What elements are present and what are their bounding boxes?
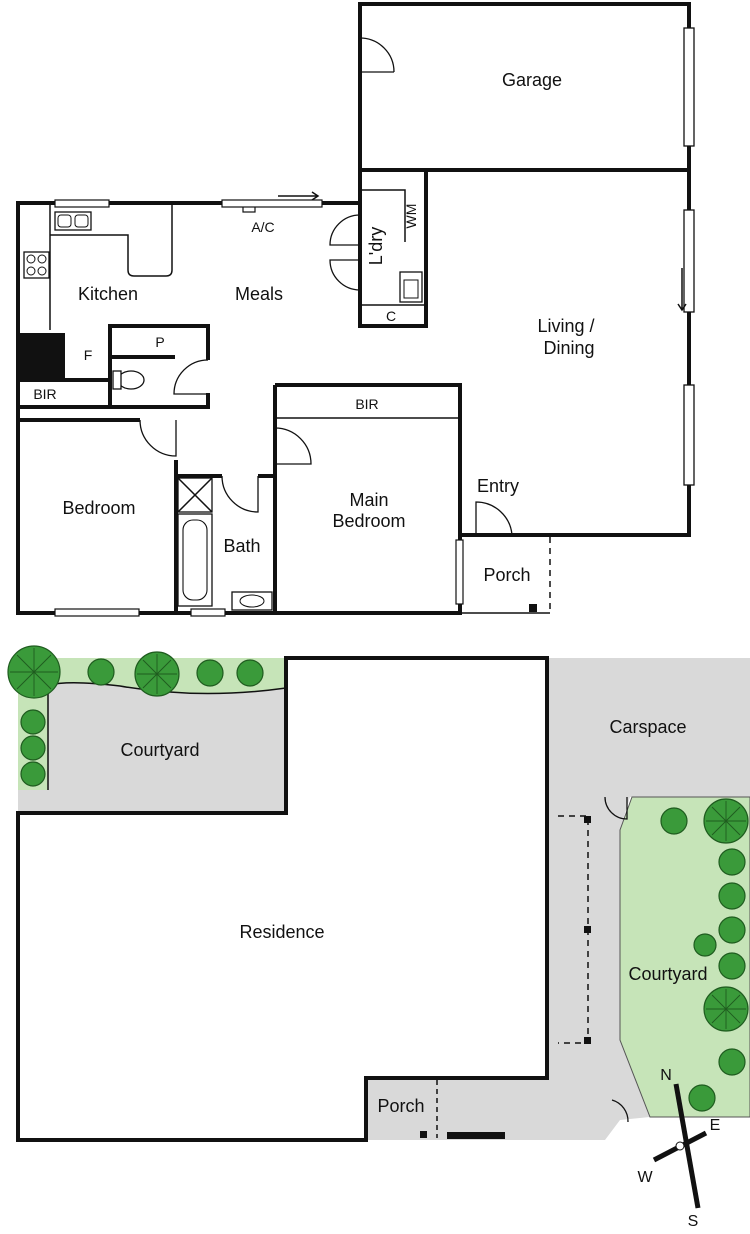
tree-icon: [20, 735, 46, 761]
compass-n-label: N: [660, 1067, 672, 1084]
floor-plan: Garage Kitchen Meals A/C L'dry WM C Livi…: [16, 2, 695, 617]
kitchen-window: [54, 199, 110, 208]
bir-wc-lower-wall: [18, 393, 210, 409]
garage-label: Garage: [502, 70, 562, 90]
bath-label: Bath: [223, 536, 260, 556]
bir-left-label: BIR: [33, 386, 56, 402]
wm-label: WM: [403, 204, 419, 229]
courtyard-right-garden: [619, 796, 750, 1118]
tree-icon: [87, 658, 115, 686]
carspace-label: Carspace: [609, 717, 686, 737]
pantry-wc-walls: [108, 324, 210, 407]
kitchen-sink-icon: [54, 211, 92, 231]
bedroom-label: Bedroom: [62, 498, 135, 518]
main-bedroom-window: [455, 539, 464, 605]
tree-icon: [718, 952, 746, 980]
residence-label: Residence: [239, 922, 324, 942]
garage-door-swing: [359, 37, 395, 73]
compass-s-label: S: [688, 1213, 699, 1230]
kitchen-bench: [49, 205, 173, 330]
laundry-walls: [358, 172, 428, 328]
dining-label: Dining: [543, 338, 594, 358]
tree-icon: [718, 1048, 746, 1076]
main-bedroom-label-1: Main: [349, 490, 388, 510]
carspace-gate-swing: [604, 796, 628, 820]
main-bedroom-label-2: Bedroom: [332, 511, 405, 531]
main-bedroom-door-swing: [274, 427, 312, 465]
fridge-block: [20, 333, 65, 378]
toilet-icon: [117, 370, 145, 390]
tree-icon: [660, 807, 688, 835]
living-slide-arrow-icon: [677, 268, 687, 312]
tree-icon: [236, 659, 264, 687]
courtyard-left-garden: [18, 658, 286, 790]
living-window-upper: [683, 209, 695, 313]
compass-w-label: W: [637, 1169, 653, 1186]
laundry-double-door: [329, 214, 361, 291]
living-label: Living /: [537, 316, 594, 336]
bathtub-icon: [177, 513, 213, 607]
laundry-fittings: [360, 189, 426, 306]
pantry-label: P: [155, 334, 164, 350]
garden-edge: [47, 681, 287, 790]
site-porch-step: [447, 1132, 505, 1139]
courtyard-left-paving: [18, 658, 286, 813]
wc-door-swing: [173, 359, 209, 395]
tree-icon: [20, 761, 46, 787]
entry-label: Entry: [477, 476, 519, 496]
sliding-arrow-icon: [278, 191, 320, 201]
courtyard-left-label: Courtyard: [120, 740, 199, 760]
tree-icon: [718, 848, 746, 876]
house-outer-walls: [16, 168, 691, 615]
ac-label: A/C: [251, 219, 274, 235]
bath-window: [190, 608, 226, 617]
entry-wall: [275, 383, 462, 535]
residence-walls: [16, 656, 549, 1142]
tree-icon: [20, 709, 46, 735]
tree-icon: [688, 1084, 716, 1112]
site-porch-post: [420, 1131, 427, 1138]
meals-label: Meals: [235, 284, 283, 304]
tree-icon: [693, 933, 717, 957]
cupboard-label: C: [386, 308, 396, 324]
porch-post: [529, 604, 537, 612]
tree-icon: [718, 916, 746, 944]
courtyard-gate-swing: [611, 1099, 629, 1123]
tree-icon: [196, 659, 224, 687]
porch-label: Porch: [483, 565, 530, 585]
kitchen-label: Kitchen: [78, 284, 138, 304]
bir-main-label: BIR: [355, 396, 378, 412]
laundry-label: L'dry: [366, 227, 386, 265]
courtyard-right-label: Courtyard: [628, 964, 707, 984]
entry-door-swing: [475, 501, 513, 536]
garage-window: [683, 27, 695, 147]
tree-detail: [10, 648, 746, 1029]
fridge-label: F: [84, 347, 93, 363]
carspace-paving: [366, 658, 750, 1140]
site-porch-label: Porch: [377, 1096, 424, 1116]
vanity-icon: [231, 591, 273, 611]
meals-sliding-door: [221, 199, 323, 208]
tree-icon: [718, 882, 746, 910]
bath-door-swing: [221, 475, 259, 513]
bedroom-door-swing: [139, 419, 177, 457]
site-plan: Courtyard Residence Carspace Courtyard P…: [7, 645, 750, 1142]
compass-e-label: E: [710, 1117, 721, 1134]
compass-icon: N E S W: [637, 1067, 720, 1230]
living-window-lower: [683, 384, 695, 486]
bedroom-window: [54, 608, 140, 617]
